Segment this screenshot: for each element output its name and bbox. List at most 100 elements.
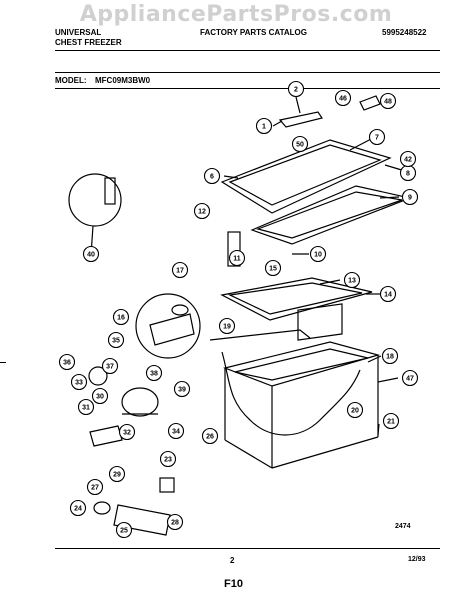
callout-15: 15 (264, 259, 282, 277)
callout-label: 27 (91, 485, 99, 492)
footer-rule (55, 548, 440, 549)
margin-mark (0, 362, 6, 363)
callout-27: 27 (86, 478, 104, 496)
callout-17: 17 (171, 261, 189, 279)
callout-10: 10 (309, 245, 327, 263)
callout-48: 48 (379, 92, 397, 110)
callout-24: 24 (69, 499, 87, 517)
callout-label: 6 (210, 174, 214, 181)
callout-label: 42 (404, 157, 412, 164)
callout-label: 26 (206, 434, 214, 441)
thermostat-detail-circle (68, 173, 122, 227)
callout-label: 28 (171, 520, 179, 527)
callout-label: 48 (384, 99, 392, 106)
callout-label: 15 (269, 266, 277, 273)
model-value: MFC09M3BW0 (95, 76, 151, 85)
callout-label: 12 (198, 209, 206, 216)
callout-label: 25 (120, 528, 128, 535)
callout-label: 1 (262, 124, 266, 131)
callout-33: 33 (70, 373, 88, 391)
callout-35: 35 (107, 331, 125, 349)
callout-1: 1 (255, 117, 273, 135)
callout-21: 21 (382, 412, 400, 430)
callout-11: 11 (228, 249, 246, 267)
callout-label: 37 (106, 364, 114, 371)
hinge (227, 231, 241, 267)
callout-20: 20 (346, 401, 364, 419)
figure-number: 2474 (395, 523, 411, 530)
callout-26: 26 (201, 427, 219, 445)
callout-label: 35 (112, 338, 120, 345)
callout-label: 47 (406, 376, 414, 383)
model-rule-top (55, 72, 440, 73)
callout-label: 19 (223, 324, 231, 331)
catalog-title: FACTORY PARTS CATALOG (200, 28, 307, 37)
callout-label: 11 (233, 256, 241, 263)
print-date: 12/93 (408, 556, 426, 563)
callout-18: 18 (381, 347, 399, 365)
callout-label: 8 (406, 171, 410, 178)
wire-basket (297, 303, 343, 341)
callout-label: 39 (178, 387, 186, 394)
callout-label: 2 (294, 87, 298, 94)
header-rule (55, 50, 440, 51)
brand-line-1: UNIVERSAL (55, 28, 102, 37)
callout-9: 9 (401, 188, 419, 206)
breaker-strip (220, 277, 373, 321)
connector (159, 477, 175, 493)
callout-label: 20 (351, 408, 359, 415)
callout-label: 36 (63, 360, 71, 367)
page-number: 2 (230, 556, 235, 565)
section-code: F10 (224, 578, 243, 590)
callout-label: 13 (348, 278, 356, 285)
callout-36: 36 (58, 353, 76, 371)
callout-37: 37 (101, 357, 119, 375)
compressor (121, 387, 159, 417)
callout-25: 25 (115, 521, 133, 539)
callout-label: 33 (75, 380, 83, 387)
callout-label: 18 (386, 354, 394, 361)
clamp (93, 501, 111, 515)
callout-42: 42 (399, 150, 417, 168)
callout-label: 17 (176, 268, 184, 275)
drain-detail-circle (135, 293, 201, 359)
callout-30: 30 (91, 387, 109, 405)
model-rule-bottom (55, 88, 440, 89)
callout-32: 32 (118, 423, 136, 441)
callout-label: 16 (117, 315, 125, 322)
handle-part (278, 111, 323, 128)
callout-31: 31 (77, 398, 95, 416)
condenser-tubing (221, 351, 361, 436)
callout-23: 23 (159, 450, 177, 468)
lid-frame (220, 139, 392, 214)
callout-8: 8 (399, 164, 417, 182)
callout-16: 16 (112, 308, 130, 326)
callout-19: 19 (218, 317, 236, 335)
callout-50: 50 (291, 135, 309, 153)
callout-label: 34 (172, 429, 180, 436)
cover-plate (113, 504, 171, 536)
callout-6: 6 (203, 167, 221, 185)
callout-47: 47 (401, 369, 419, 387)
callout-label: 30 (96, 394, 104, 401)
callout-label: 31 (82, 405, 90, 412)
callout-46: 46 (334, 89, 352, 107)
callout-label: 29 (113, 472, 121, 479)
callout-label: 14 (384, 292, 392, 299)
callout-label: 9 (408, 195, 412, 202)
callout-34: 34 (167, 422, 185, 440)
callout-14: 14 (379, 285, 397, 303)
callout-label: 23 (164, 457, 172, 464)
callout-label: 32 (123, 430, 131, 437)
callout-28: 28 (166, 513, 184, 531)
callout-label: 10 (314, 252, 322, 259)
callout-29: 29 (108, 465, 126, 483)
callout-38: 38 (145, 364, 163, 382)
brand-line-2: CHEST FREEZER (55, 38, 122, 47)
brand-block: UNIVERSAL CHEST FREEZER (55, 28, 122, 48)
callout-2: 2 (287, 80, 305, 98)
model-label: MODEL: (55, 76, 87, 85)
catalog-number: 5995248522 (382, 28, 427, 37)
relay (88, 366, 108, 386)
